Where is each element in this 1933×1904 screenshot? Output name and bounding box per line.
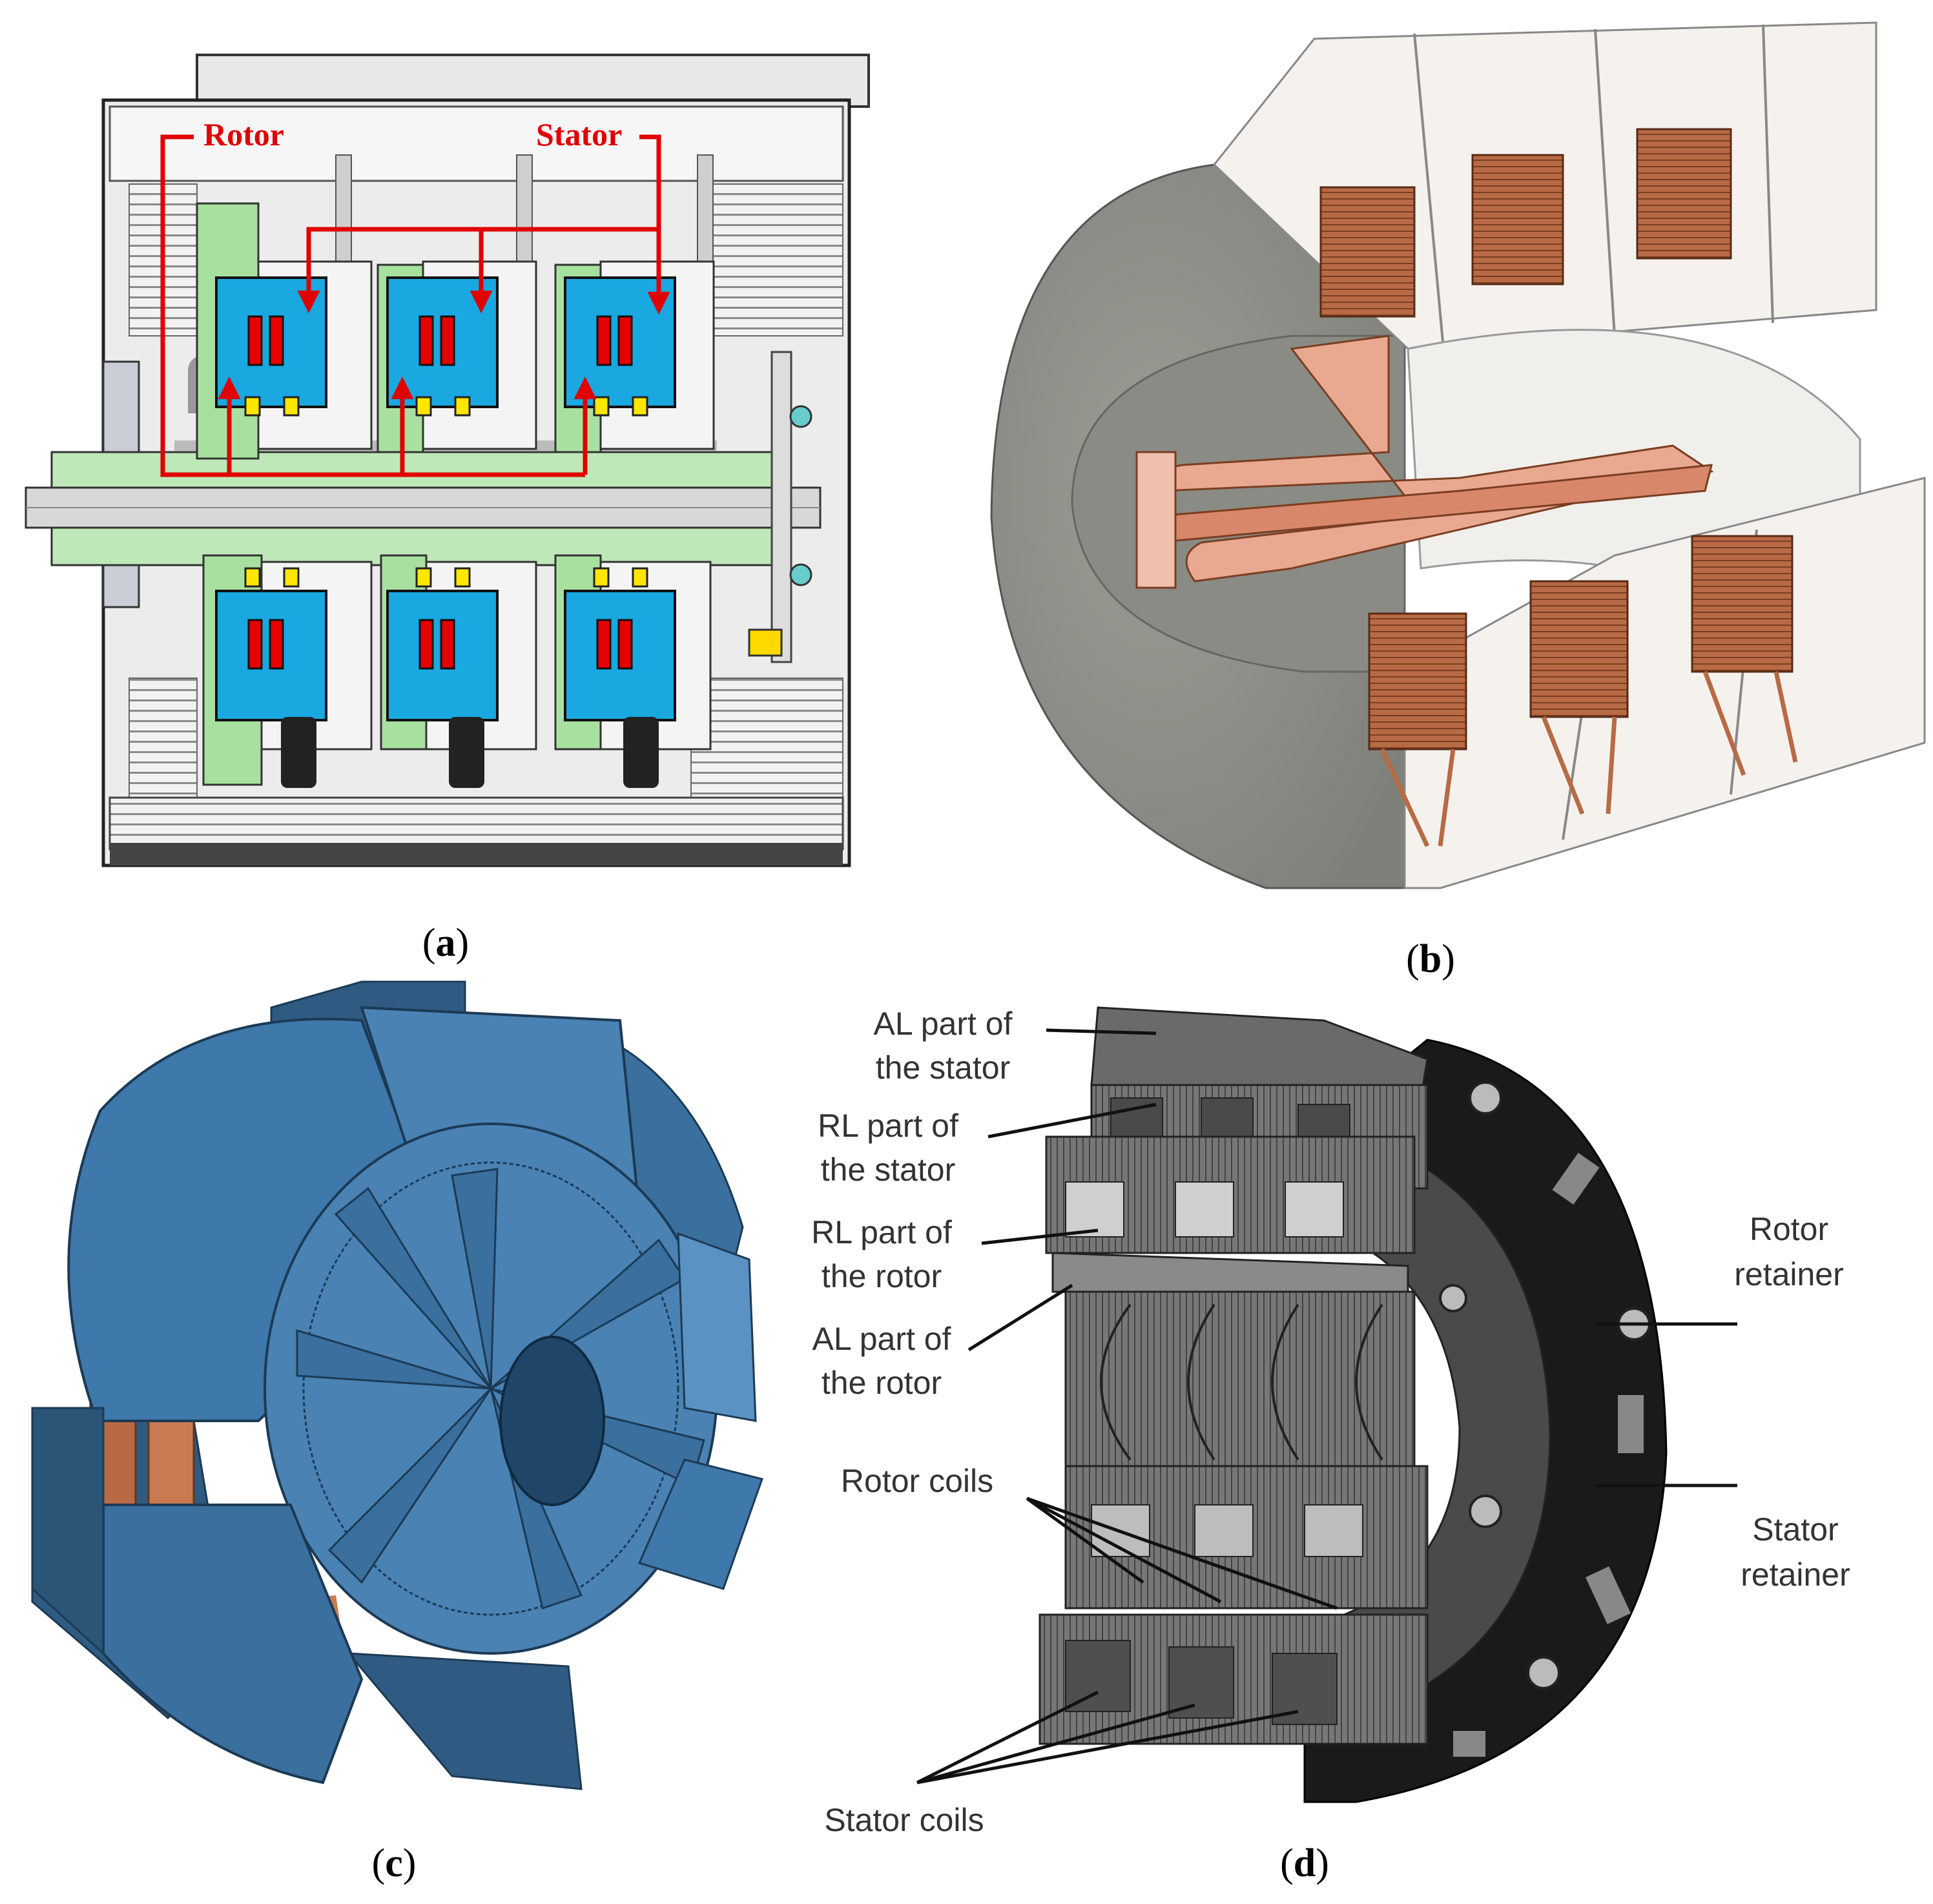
label-al-stator-2: the stator bbox=[876, 1050, 1010, 1086]
label-rotor-retainer-2: retainer bbox=[1734, 1256, 1844, 1292]
label-rl-stator-2: the stator bbox=[821, 1152, 955, 1188]
label-rotor-coils: Rotor coils bbox=[841, 1463, 993, 1499]
stator-label: Stator bbox=[536, 116, 622, 152]
label-al-stator-1: AL part of bbox=[874, 1006, 1013, 1042]
caption-c: (c) bbox=[372, 1841, 417, 1885]
panel-d: AL part of the stator RL part of the sta… bbox=[811, 1006, 1850, 1885]
stator-arrows bbox=[297, 134, 670, 315]
rotor-arrows bbox=[160, 134, 597, 477]
label-al-rotor-2: the rotor bbox=[822, 1365, 942, 1401]
rotor-label: Rotor bbox=[203, 116, 284, 152]
panel-b: (b) bbox=[990, 21, 1926, 981]
label-rl-rotor-1: RL part of bbox=[811, 1214, 952, 1250]
caption-b: (b) bbox=[1406, 937, 1455, 981]
caption-a: (a) bbox=[422, 921, 469, 965]
caption-d: (d) bbox=[1280, 1841, 1329, 1885]
label-stator-retainer-2: retainer bbox=[1741, 1557, 1850, 1593]
panel-a: Rotor Stator (a) bbox=[25, 54, 870, 965]
label-rl-rotor-2: the rotor bbox=[822, 1258, 942, 1294]
label-rotor-retainer-1: Rotor bbox=[1750, 1211, 1828, 1247]
label-stator-retainer-1: Stator bbox=[1752, 1511, 1838, 1547]
lower-modules bbox=[202, 554, 712, 788]
label-al-rotor-1: AL part of bbox=[812, 1321, 951, 1357]
panel-c: (c) bbox=[31, 980, 763, 1885]
label-stator-coils: Stator coils bbox=[824, 1802, 984, 1838]
label-rl-stator-1: RL part of bbox=[818, 1108, 958, 1144]
